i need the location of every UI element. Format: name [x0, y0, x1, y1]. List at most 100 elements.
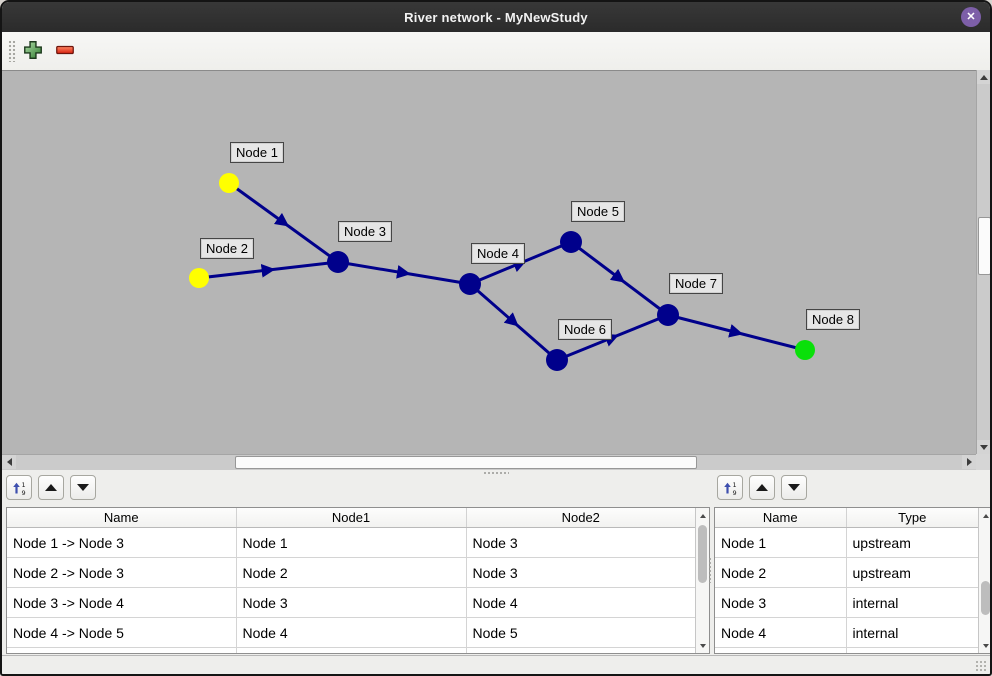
column-header[interactable]: Name [7, 508, 237, 528]
scrollbar-corner [976, 454, 990, 470]
scroll-up-button[interactable] [977, 70, 990, 84]
links-table-scrollbar[interactable] [695, 508, 709, 653]
table-cell[interactable]: Node 3 [466, 527, 695, 558]
remove-button[interactable] [53, 39, 77, 63]
table-cell[interactable]: Node 3 -> Node 4 [7, 587, 237, 618]
table-cell[interactable]: Node 2 -> Node 3 [7, 557, 237, 588]
canvas-vertical-scrollbar[interactable] [976, 70, 990, 454]
triangle-up-icon [756, 484, 768, 491]
node-node-3[interactable] [327, 251, 349, 273]
column-header[interactable]: Name [715, 508, 847, 528]
node-node-8[interactable] [795, 340, 815, 360]
nodes-move-up-button[interactable] [749, 475, 775, 500]
toolbar-drag-handle[interactable] [8, 40, 16, 62]
node-node-2[interactable] [189, 268, 209, 288]
triangle-down-icon [77, 484, 89, 491]
table-cell[interactable]: Node 4 [466, 587, 695, 618]
network-svg[interactable] [2, 71, 976, 454]
links-sort-button[interactable]: 1 9 [6, 475, 32, 500]
edge-line[interactable] [228, 181, 339, 264]
table-cell[interactable] [7, 647, 237, 653]
sort-1-9-icon: 1 9 [724, 481, 737, 496]
table-cell[interactable]: Node 1 -> Node 3 [7, 527, 237, 558]
node-node-6[interactable] [546, 349, 568, 371]
scroll-left-button[interactable] [2, 455, 16, 469]
close-icon: ✕ [966, 10, 976, 23]
links-move-down-button[interactable] [70, 475, 96, 500]
table-cell[interactable] [236, 647, 467, 653]
column-header[interactable]: Type [846, 508, 978, 528]
nodes-sort-button[interactable]: 1 9 [717, 475, 743, 500]
scrollbar-thumb[interactable] [698, 525, 707, 583]
column-header[interactable]: Node2 [466, 508, 695, 528]
table-cell[interactable]: Node 5 [466, 617, 695, 648]
edge-line[interactable] [667, 313, 806, 352]
table-cell[interactable]: internal [846, 587, 978, 618]
table-cell[interactable]: Node 2 [236, 557, 467, 588]
triangle-down-icon [699, 643, 706, 648]
table-cell[interactable]: upstream [846, 527, 978, 558]
node-node-4[interactable] [459, 273, 481, 295]
scroll-right-button[interactable] [962, 455, 976, 469]
table-cell[interactable]: Node 1 [715, 527, 847, 558]
scroll-down-button[interactable] [696, 639, 709, 652]
edge-line[interactable] [570, 240, 669, 317]
horizontal-scrollbar-thumb[interactable] [235, 456, 697, 469]
table-cell[interactable]: Node 4 [715, 617, 847, 648]
close-button[interactable]: ✕ [961, 7, 981, 27]
resize-grip[interactable] [975, 660, 986, 671]
nodes-table-scrollbar[interactable] [978, 508, 990, 653]
table-cell[interactable]: Node 2 [715, 557, 847, 588]
titlebar[interactable]: River network - MyNewStudy ✕ [2, 2, 990, 32]
column-header[interactable]: Node1 [236, 508, 467, 528]
scrollbar-thumb[interactable] [981, 581, 990, 615]
edge-line[interactable] [337, 260, 471, 286]
table-cell[interactable]: Node 3 [236, 587, 467, 618]
vertical-scrollbar-thumb[interactable] [978, 217, 990, 275]
node-node-1[interactable] [219, 173, 239, 193]
scroll-up-button[interactable] [979, 509, 990, 522]
table-row[interactable] [715, 647, 978, 653]
scroll-down-button[interactable] [979, 639, 990, 652]
node-label: Node 5 [571, 201, 625, 222]
table-cell[interactable]: internal [846, 617, 978, 648]
edge-line[interactable] [469, 282, 558, 362]
table-splitter-handle[interactable] [708, 557, 713, 583]
canvas-horizontal-scrollbar[interactable] [2, 454, 976, 470]
table-cell[interactable]: Node 4 -> Node 5 [7, 617, 237, 648]
links-move-up-button[interactable] [38, 475, 64, 500]
nodes-move-down-button[interactable] [781, 475, 807, 500]
table-row[interactable] [7, 647, 695, 653]
add-button[interactable] [21, 39, 45, 63]
table-cell[interactable]: upstream [846, 557, 978, 588]
table-cell[interactable]: Node 3 [715, 587, 847, 618]
scroll-up-button[interactable] [696, 509, 709, 522]
table-cell[interactable] [715, 647, 847, 653]
svg-text:9: 9 [733, 489, 737, 496]
node-node-5[interactable] [560, 231, 582, 253]
node-label: Node 6 [558, 319, 612, 340]
edge-line[interactable] [198, 260, 339, 280]
scroll-down-button[interactable] [977, 440, 990, 454]
edge-line[interactable] [556, 313, 669, 362]
node-label: Node 8 [806, 309, 860, 330]
node-node-7[interactable] [657, 304, 679, 326]
table-cell[interactable]: Node 3 [466, 557, 695, 588]
svg-text:1: 1 [733, 481, 737, 489]
table-cell[interactable] [846, 647, 978, 653]
table-cell[interactable]: Node 4 [236, 617, 467, 648]
triangle-up-icon [980, 74, 988, 80]
table-cell[interactable] [466, 647, 695, 653]
pane-splitter[interactable] [2, 470, 990, 475]
table-cell[interactable]: Node 1 [236, 527, 467, 558]
